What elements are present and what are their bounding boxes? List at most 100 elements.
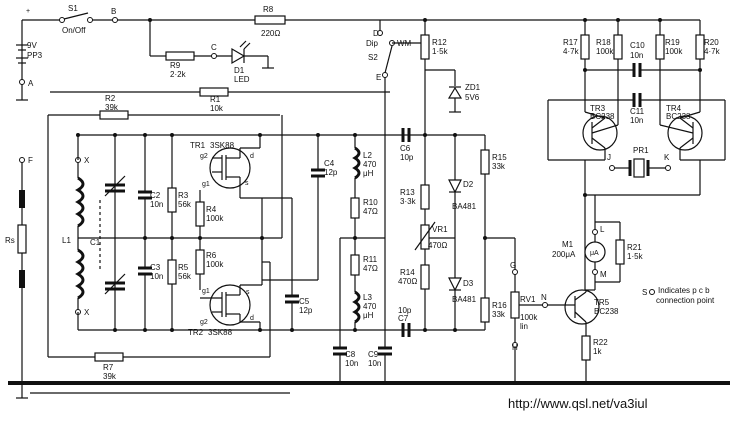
d2-name: D2: [463, 180, 474, 189]
mosfet-tr2: TR2 3SK88 g1 g2 d s: [188, 284, 262, 337]
r13-value: 3·3k: [400, 197, 417, 206]
variable-capacitor-c1: C1: [90, 135, 126, 330]
r6-value: 100k: [206, 260, 224, 269]
r13-name: R13: [400, 188, 415, 197]
transistor-tr4: TR4 BC238: [659, 104, 703, 160]
r3-value: 56k: [178, 200, 192, 209]
r17-name: R17: [563, 38, 578, 47]
terminal-b: [112, 17, 118, 23]
c5-value: 12p: [299, 306, 313, 315]
crystal-pr1: J K PR1: [607, 146, 671, 178]
r8-name: R8: [263, 5, 274, 14]
r11-value: 47Ω: [363, 264, 378, 273]
capacitor-c7: C7 10p: [398, 306, 412, 337]
resistor-r12: [420, 34, 430, 60]
c7-name: C7: [398, 314, 409, 323]
r16-name: R16: [492, 301, 507, 310]
diode-d2: D2 BA481: [448, 179, 477, 211]
resistor-r13: [420, 184, 430, 210]
tr4-name: TR4: [666, 104, 682, 113]
node-j: J: [607, 153, 611, 162]
s1-value: On/Off: [62, 26, 86, 35]
legend-line1: Indicates p c b: [658, 286, 710, 295]
switch-s1: S1 On/Off: [59, 4, 150, 35]
r20-value: 4·7k: [704, 47, 721, 56]
junction-dots: [76, 18, 702, 385]
legend: S Indicates p c b connection point: [642, 286, 715, 305]
resistor-r10: [350, 197, 360, 219]
node-f: F: [28, 156, 33, 165]
capacitor-c2: C2 10n: [138, 135, 163, 238]
tr1-g2: g2: [200, 153, 208, 160]
r21-name: R21: [627, 243, 642, 252]
r22-value: 1k: [593, 347, 602, 356]
resistor-r19-group: R19 100k: [655, 20, 683, 125]
legend-line2: connection point: [656, 296, 715, 305]
c3-name: C3: [150, 263, 161, 272]
c4-name: C4: [324, 159, 335, 168]
r17-value: 4·7k: [563, 47, 580, 56]
resistor-r21: [615, 239, 625, 265]
tr2-g1: g1: [202, 288, 210, 295]
r1-name: R1: [210, 95, 221, 104]
c2-value: 10n: [150, 200, 163, 209]
source-url: http://www.qsl.net/va3iul: [508, 396, 648, 411]
resistor-r17-group: R17 4·7k: [563, 20, 590, 112]
resistor-r5-group: R5 56k: [167, 238, 192, 330]
r4-name: R4: [206, 205, 217, 214]
transistor-tr5: TR5 BC238: [564, 289, 619, 325]
l2-value2: μH: [363, 169, 374, 178]
capacitor-c6: C6 10p: [400, 128, 414, 162]
node-x-bottom: X: [84, 308, 90, 317]
tr3-value: BC238: [590, 112, 615, 121]
rv1-value1: 100k: [520, 313, 538, 322]
r18-name: R18: [596, 38, 611, 47]
node-b: B: [111, 7, 116, 16]
capacitor-c3: C3 10n: [138, 238, 163, 330]
c8-value: 10n: [345, 359, 358, 368]
inductor-l1: X X L1: [62, 156, 90, 317]
zener-zd1: ZD1 5V6: [447, 70, 481, 113]
tr2-name: TR2: [188, 328, 204, 337]
potentiometer-rv1: [510, 291, 520, 319]
node-d: D: [373, 29, 379, 38]
resistor-r4-group: R4 100k: [195, 190, 224, 238]
rs-section: F Rs: [5, 156, 33, 383]
c10-name: C10: [630, 41, 645, 50]
legend-symbol: S: [642, 288, 647, 297]
terminal-c: [211, 53, 217, 59]
c1-name: C1: [90, 238, 101, 247]
r7-name: R7: [103, 363, 114, 372]
r2-value: 39k: [105, 103, 119, 112]
r4-value: 100k: [206, 214, 224, 223]
c9-name: C9: [368, 350, 379, 359]
meter-m1: μA M1 200μA: [552, 234, 606, 270]
d2-value: BA481: [452, 202, 477, 211]
battery-voltage: 9V: [27, 41, 37, 50]
tr2-s: s: [246, 289, 250, 296]
r11-name: R11: [363, 255, 378, 264]
resistor-r9: [165, 51, 195, 61]
tr5-name: TR5: [594, 298, 610, 307]
resistor-r16: [480, 297, 490, 323]
d3-name: D3: [463, 279, 474, 288]
node-l: L: [600, 225, 605, 234]
m1-value: 200μA: [552, 250, 576, 259]
node-x-top: X: [84, 156, 90, 165]
d1-value: LED: [234, 75, 250, 84]
terminal-m: [592, 269, 598, 275]
c11-name: C11: [630, 107, 645, 116]
capacitor-c8: C8 10n: [333, 238, 358, 383]
capacitor-c4: C4 12p: [262, 135, 338, 281]
node-a: A: [28, 79, 34, 88]
resistor-rs: [17, 224, 27, 254]
s2-dip: Dip: [366, 39, 379, 48]
diode-d3: D3 BA481: [448, 277, 477, 304]
tr2-value: 3SK88: [208, 328, 233, 337]
r12-value: 1·5k: [432, 47, 449, 56]
c6-value: 10p: [400, 153, 414, 162]
tr1-value: 3SK88: [210, 141, 235, 150]
r3-name: R3: [178, 191, 189, 200]
